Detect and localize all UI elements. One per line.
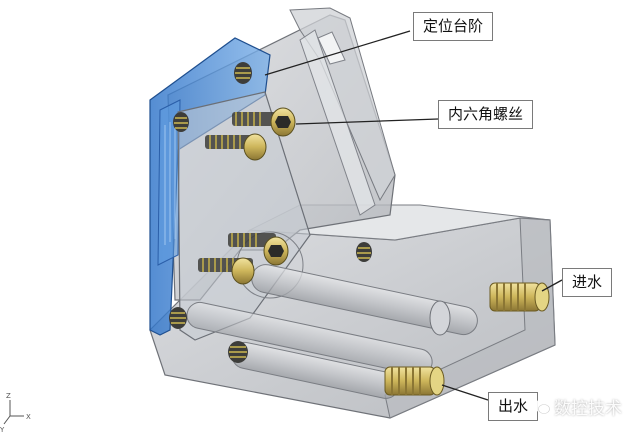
axis-z-label: Z (6, 392, 11, 400)
callout-positioning-step: 定位台阶 (413, 12, 494, 41)
hex-screw-1 (232, 107, 296, 137)
hex-screw-8 (228, 341, 248, 363)
inlet-fitting (489, 282, 550, 312)
hex-screw-4 (198, 257, 255, 285)
outlet-fitting (384, 366, 445, 396)
callout-hex-screw: 内六角螺丝 (438, 100, 534, 129)
leader-hex-screw (295, 118, 439, 125)
hex-screw-7 (169, 307, 187, 329)
hex-screws (169, 62, 372, 363)
hex-screw-2 (205, 133, 267, 161)
watermark: 数控技术 (532, 394, 622, 419)
callout-water-inlet: 进水 (562, 268, 613, 297)
leader-water-outlet (441, 384, 489, 401)
leader-water-inlet (541, 279, 563, 292)
axis-triad (3, 400, 24, 425)
hex-screw-5 (234, 62, 252, 84)
leader-positioning-step (264, 30, 411, 76)
hex-screw-3 (228, 233, 289, 266)
axis-x-label: X (26, 413, 31, 421)
callout-water-outlet: 出水 (488, 392, 539, 421)
leader-lines (264, 30, 563, 401)
hex-screw-6 (173, 112, 189, 132)
wechat-icon (532, 400, 550, 414)
water-channels (186, 264, 478, 399)
axis-y-label: Y (0, 426, 5, 434)
hex-screw-9 (356, 242, 372, 262)
watermark-text: 数控技术 (554, 399, 622, 419)
